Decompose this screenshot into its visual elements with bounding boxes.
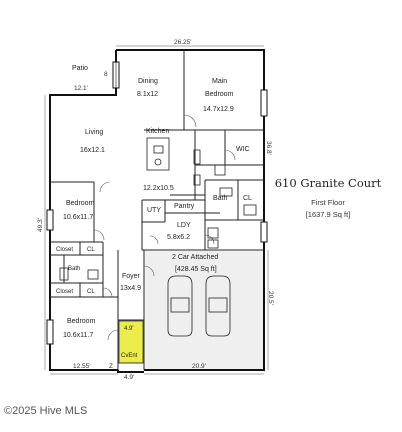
label-foyer: Foyer (122, 273, 141, 280)
label-bedroom-upper-size: 10.6x11.7 (63, 214, 93, 221)
dim-top: 26.25' (174, 39, 192, 46)
label-dining-size: 8.1x12 (137, 91, 158, 98)
label-patio: Patio (72, 65, 88, 72)
bath-fixtures (59, 164, 257, 281)
label-bedroom-upper: Bedroom (66, 200, 95, 207)
label-entry: CvEnt (121, 353, 138, 359)
dim-bottom-garage: 20.9' (192, 363, 206, 370)
dim-small-z: Z (109, 363, 113, 370)
label-bath-hall: Bath (68, 266, 80, 272)
interior-walls (50, 50, 264, 370)
dim-patio-width: 12.1' (74, 85, 88, 92)
dim-right-garage: 20.5' (267, 291, 274, 305)
kitchen-counter (193, 149, 201, 186)
label-bedroom-lower: Bedroom (67, 318, 96, 325)
dim-entry-bottom: 4.9' (124, 374, 134, 381)
label-dining: Dining (138, 78, 158, 85)
label-kitchen-nook-size: 12.2x10.5 (143, 185, 174, 192)
dim-small-8: 8 (104, 71, 108, 78)
label-main-bedroom: Bedroom (205, 91, 234, 98)
property-address: 610 Granite Court (274, 176, 382, 190)
floor-label: First Floor (311, 198, 345, 207)
label-living: Living (85, 129, 103, 136)
dimension-lines (44, 45, 269, 375)
cars (167, 275, 231, 337)
label-cl-upper: CL (87, 247, 95, 253)
label-garage-area: [428.45 Sq ft] (175, 266, 217, 273)
label-ldy: LDY (177, 222, 191, 229)
label-garage: 2 Car Attached (172, 254, 218, 261)
copyright-watermark: ©2025 Hive MLS (4, 405, 88, 417)
kitchen-island (146, 137, 170, 171)
label-pantry: Pantry (174, 203, 195, 210)
dim-bottom-left: 12.55' (73, 363, 91, 370)
label-bath-main: Bath (213, 195, 228, 202)
covered-entry (118, 320, 144, 364)
label-main-size: 14.7x12.9 (203, 106, 234, 113)
label-wic: WIC (236, 146, 250, 153)
label-main: Main (212, 78, 227, 85)
label-closet-lower: Closet (56, 289, 73, 295)
label-uty: UTY (147, 207, 161, 214)
dim-left: 49.3' (37, 218, 44, 232)
dim-right-upper: 36.8' (265, 141, 272, 155)
floor-area: [1637.9 Sq ft] (305, 210, 351, 219)
label-entry-size: 4.9' (124, 326, 134, 332)
label-cl-main: CL (243, 195, 252, 202)
window-marks (46, 61, 268, 345)
label-living-size: 16x12.1 (80, 147, 105, 154)
garage-area (145, 251, 263, 369)
label-foyer-size: 13x4.9 (120, 285, 141, 292)
label-cl-lower: CL (87, 289, 95, 295)
label-kitchen: Kitchen (146, 128, 169, 135)
label-closet-upper: Closet (56, 247, 73, 253)
label-ldy-size: 5.8x6.2 (167, 234, 190, 241)
label-bedroom-lower-size: 10.6x11.7 (63, 332, 93, 339)
